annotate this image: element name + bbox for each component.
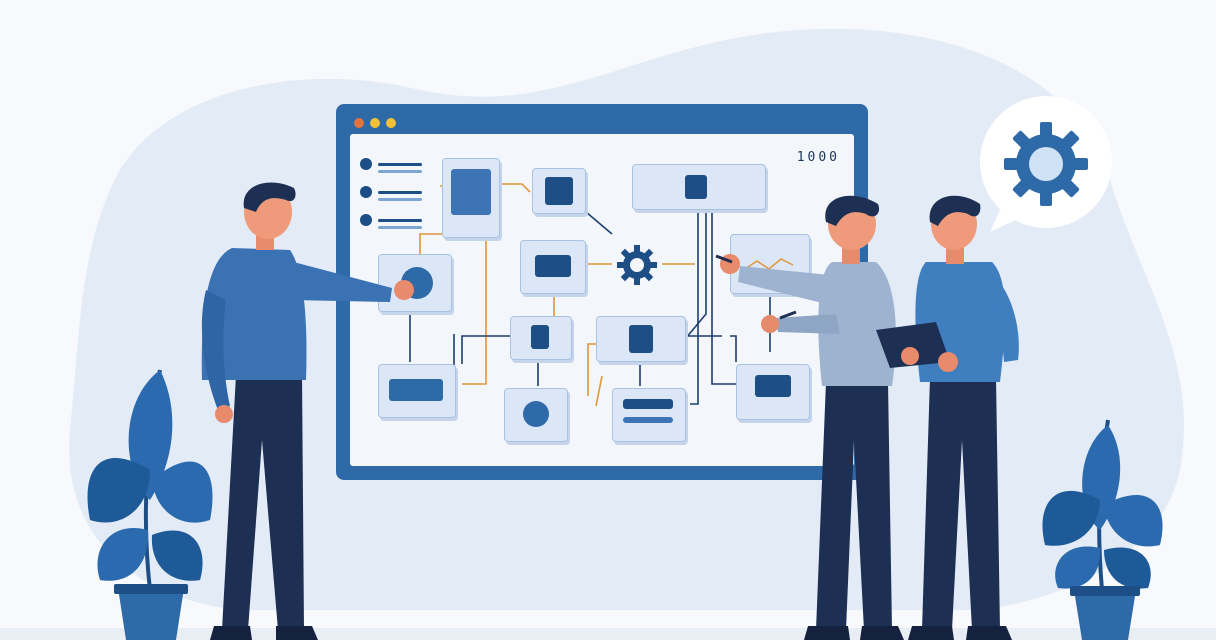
user-icon bbox=[360, 186, 372, 198]
save-node bbox=[532, 168, 586, 214]
list-item bbox=[360, 158, 422, 170]
connector bbox=[461, 335, 518, 364]
document-node bbox=[442, 158, 500, 238]
yellow-dot-icon bbox=[386, 118, 396, 128]
connector bbox=[585, 211, 613, 235]
folder-icon bbox=[535, 255, 571, 277]
lightbulb-icon bbox=[629, 325, 653, 353]
connector bbox=[711, 210, 736, 385]
connector bbox=[690, 210, 699, 405]
flow-connectors bbox=[409, 183, 771, 407]
toolbar-node bbox=[612, 388, 686, 442]
plant-right bbox=[1042, 419, 1163, 640]
connector bbox=[462, 238, 487, 385]
yellow-dot-icon bbox=[370, 118, 380, 128]
floppy-disk-icon bbox=[545, 177, 573, 205]
person-right bbox=[876, 195, 1019, 640]
connector bbox=[595, 375, 603, 407]
person-left bbox=[201, 182, 414, 640]
header-node bbox=[632, 164, 766, 210]
user-icon bbox=[360, 158, 372, 170]
connector bbox=[675, 210, 707, 351]
gear-icon bbox=[1004, 122, 1088, 206]
user-list bbox=[360, 152, 434, 238]
audio-node bbox=[378, 364, 456, 418]
list-item bbox=[360, 214, 422, 226]
clock-icon bbox=[523, 401, 549, 427]
whiteboard-screen: 1000 bbox=[350, 134, 854, 466]
user-icon bbox=[360, 214, 372, 226]
device-icon bbox=[531, 325, 549, 349]
whiteboard-frame: 1000 bbox=[336, 104, 868, 480]
document-icon bbox=[451, 169, 491, 215]
folder-node bbox=[520, 240, 586, 294]
toolbar-icon bbox=[623, 417, 673, 423]
clock-node bbox=[504, 388, 568, 442]
toolbar-icon bbox=[623, 399, 673, 409]
cloud-icon bbox=[755, 375, 791, 397]
gear-badge bbox=[980, 96, 1112, 232]
plant-left bbox=[87, 369, 213, 640]
cloud-node bbox=[736, 364, 810, 420]
audio-wave-icon bbox=[389, 379, 443, 401]
connector bbox=[730, 335, 737, 362]
compass-icon bbox=[685, 175, 707, 199]
connector bbox=[500, 183, 531, 193]
red-dot-icon bbox=[354, 118, 364, 128]
list-item bbox=[360, 186, 422, 198]
counter-readout: 1000 bbox=[796, 150, 840, 165]
lightbulb-node bbox=[596, 316, 686, 362]
device-node bbox=[510, 316, 572, 360]
center-gear-node bbox=[617, 245, 657, 285]
settings-dial-node bbox=[378, 254, 452, 312]
person-middle bbox=[715, 195, 904, 640]
